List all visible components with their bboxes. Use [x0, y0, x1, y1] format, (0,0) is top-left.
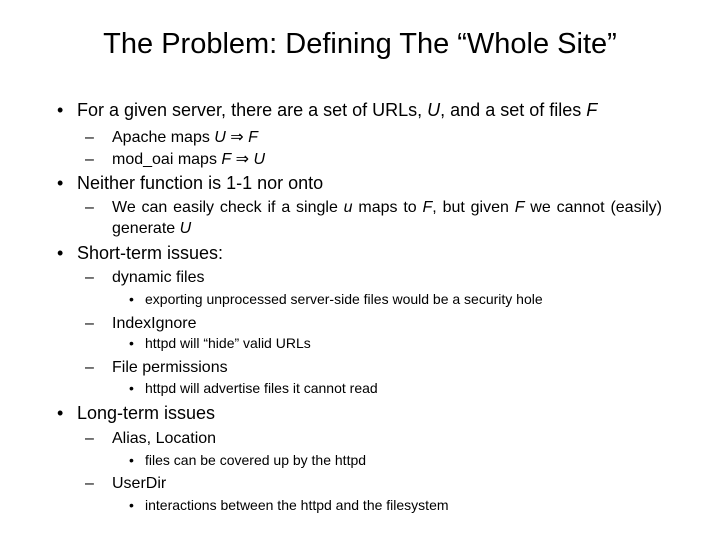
dash-icon: – [85, 199, 94, 216]
math-var-u-set: U [427, 100, 441, 120]
text-segment: mod_oai maps [112, 151, 222, 168]
bullet-text: IndexIgnore [112, 315, 197, 332]
bullet-icon: • [57, 243, 64, 263]
math-var-u: u [343, 199, 353, 216]
double-arrow-icon: ⇒ [231, 151, 254, 168]
sub-sub-bullet-httpd-hide: • httpd will “hide” valid URLs [129, 335, 311, 352]
bullet-long-term-issues: • Long-term issues [57, 402, 215, 424]
math-var-f: F [221, 151, 232, 168]
bullet-text: Neither function is 1-1 nor onto [77, 173, 324, 193]
bullet-icon: • [129, 497, 134, 513]
bullet-text: mod_oai maps F ⇒ U [112, 149, 265, 170]
bullet-icon: • [129, 452, 134, 468]
bullet-text: Long-term issues [77, 403, 216, 423]
bullet-icon: • [57, 173, 64, 193]
math-var-u: U [179, 220, 192, 237]
dash-icon: – [85, 475, 94, 492]
sub-sub-bullet-files-covered: • files can be covered up by the httpd [129, 452, 366, 469]
bullet-text: File permissions [112, 359, 228, 376]
bullet-for-a-given-server: • For a given server, there are a set of… [57, 99, 597, 121]
bullet-text: exporting unprocessed server-side files … [145, 291, 543, 307]
text-segment: , but given [432, 199, 515, 216]
math-var-f: F [514, 199, 525, 216]
text-segment: We can easily check if a single [112, 199, 344, 216]
dash-icon: – [85, 129, 94, 146]
double-arrow-icon: ⇒ [225, 129, 249, 146]
math-var-f-set: F [586, 100, 598, 120]
math-var-f: F [248, 129, 258, 146]
dash-icon: – [85, 315, 94, 332]
bullet-icon: • [129, 335, 134, 351]
text-segment: maps to [352, 199, 423, 216]
text-segment: Apache maps [112, 129, 215, 146]
bullet-neither-function: • Neither function is 1-1 nor onto [57, 172, 323, 194]
bullet-text: dynamic files [112, 269, 205, 286]
bullet-text: Alias, Location [112, 430, 217, 447]
slide-title: The Problem: Defining The “Whole Site” [103, 28, 617, 60]
bullet-text: UserDir [112, 475, 167, 492]
sub-bullet-apache-maps: – Apache maps U ⇒ F [85, 127, 258, 148]
bullet-text: Short-term issues: [77, 243, 224, 263]
bullet-text: httpd will advertise files it cannot rea… [145, 380, 378, 396]
bullet-text: For a given server, there are a set of U… [77, 99, 597, 121]
sub-bullet-userdir: – UserDir [85, 473, 166, 494]
sub-sub-bullet-interactions: • interactions between the httpd and the… [129, 497, 449, 514]
text-segment: , and a set of files [440, 100, 587, 120]
sub-bullet-alias-location: – Alias, Location [85, 428, 216, 449]
bullet-short-term-issues: • Short-term issues: [57, 242, 223, 264]
sub-bullet-file-permissions: – File permissions [85, 357, 228, 378]
sub-bullet-dynamic-files: – dynamic files [85, 267, 204, 288]
sub-sub-bullet-httpd-advertise: • httpd will advertise files it cannot r… [129, 380, 378, 397]
text-segment: For a given server, there are a set of U… [77, 100, 428, 120]
bullet-text: Apache maps U ⇒ F [112, 127, 258, 148]
math-var-u: U [253, 151, 266, 168]
bullet-text: httpd will “hide” valid URLs [145, 335, 311, 351]
bullet-text: We can easily check if a single u maps t… [112, 197, 662, 239]
sub-sub-bullet-exporting: • exporting unprocessed server-side file… [129, 291, 543, 308]
sub-bullet-modoai-maps: – mod_oai maps F ⇒ U [85, 149, 265, 170]
math-var-f: F [422, 199, 433, 216]
math-var-u: U [214, 129, 226, 146]
text-segment: we cannot (easily) generate [112, 199, 663, 237]
bullet-icon: • [57, 100, 64, 120]
sub-bullet-indexignore: – IndexIgnore [85, 313, 197, 334]
bullet-text: interactions between the httpd and the f… [145, 497, 449, 513]
dash-icon: – [85, 269, 94, 286]
dash-icon: – [85, 359, 94, 376]
sub-bullet-we-can-check: – We can easily check if a single u maps… [85, 197, 662, 239]
bullet-icon: • [57, 403, 64, 423]
dash-icon: – [85, 151, 94, 168]
bullet-icon: • [129, 291, 134, 307]
bullet-icon: • [129, 380, 134, 396]
bullet-text: files can be covered up by the httpd [145, 452, 367, 468]
dash-icon: – [85, 430, 94, 447]
